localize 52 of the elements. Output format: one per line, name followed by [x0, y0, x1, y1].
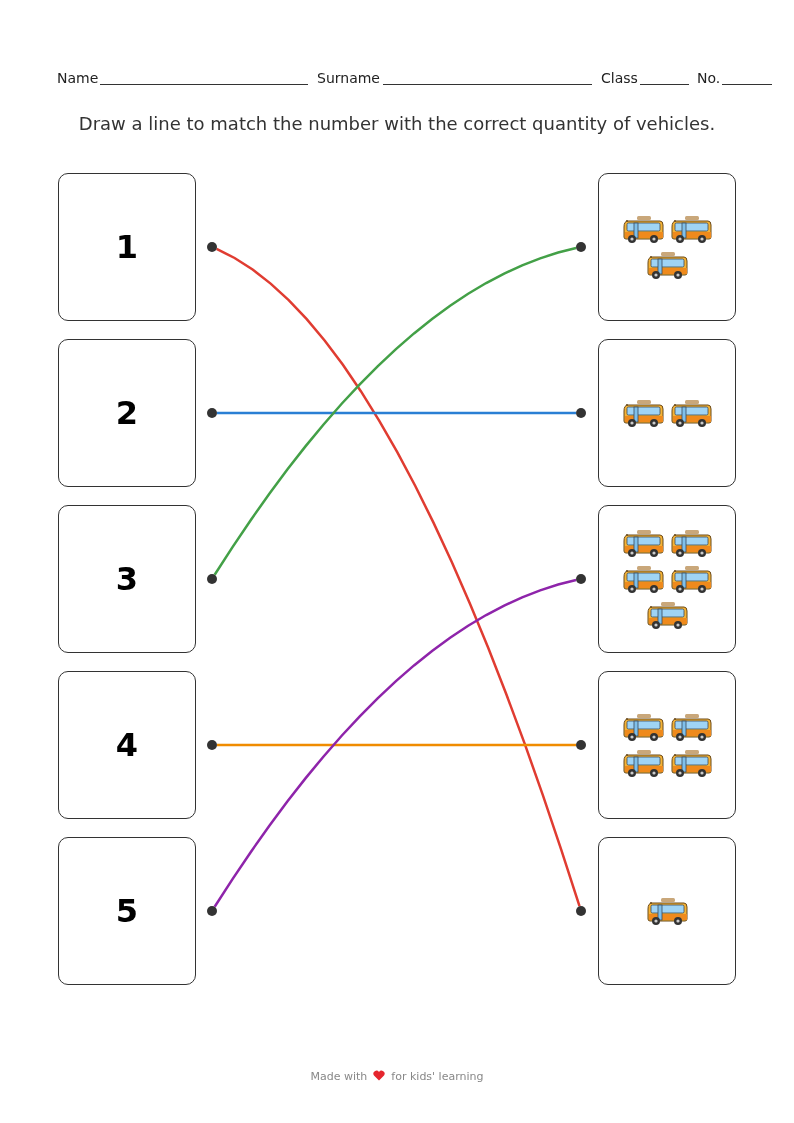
field-label: Surname	[317, 70, 380, 86]
bus-icon	[646, 897, 690, 927]
bus-icon	[670, 713, 714, 743]
bus-icon	[622, 215, 666, 245]
bus-icon	[670, 749, 714, 779]
connection-dot	[207, 408, 217, 418]
connector-line	[217, 743, 576, 747]
bus-icon	[646, 601, 690, 631]
connector-line	[213, 578, 577, 908]
card-box	[598, 837, 736, 985]
bus-icon	[622, 529, 666, 559]
instruction-text: Draw a line to match the number with the correct quantity of vehicles.	[77, 113, 717, 134]
connection-dot	[207, 242, 217, 252]
connection-dot	[576, 906, 586, 916]
bus-icon	[622, 399, 666, 429]
connection-dot	[207, 740, 217, 750]
connection-dot	[207, 906, 217, 916]
card-box	[58, 671, 196, 819]
bus-icon	[670, 399, 714, 429]
bus-icon	[646, 251, 690, 281]
field-label: Class	[601, 70, 638, 86]
card-box	[598, 339, 736, 487]
card-box	[598, 671, 736, 819]
bus-icon	[670, 529, 714, 559]
connector-line	[213, 246, 577, 576]
connection-dot	[576, 242, 586, 252]
card-box	[58, 339, 196, 487]
connection-dot	[576, 574, 586, 584]
connection-dot	[576, 408, 586, 418]
bus-icon	[622, 713, 666, 743]
field-label: Name	[57, 70, 99, 86]
number-label: 1	[114, 228, 140, 266]
bus-icon	[622, 749, 666, 779]
card-box	[58, 837, 196, 985]
card-box	[598, 173, 736, 321]
number-label: 2	[114, 394, 140, 432]
connection-dot	[207, 574, 217, 584]
connector-line	[217, 411, 576, 415]
bus-icon	[670, 565, 714, 595]
bus-icon	[670, 215, 714, 245]
footer-text: for kids' learning	[391, 1070, 484, 1083]
connection-dot	[576, 740, 586, 750]
connector-line	[216, 247, 581, 907]
footer-text: Made with	[310, 1070, 368, 1083]
card-box	[598, 505, 736, 653]
bus-icon	[622, 565, 666, 595]
number-label: 5	[114, 892, 140, 930]
card-box	[58, 173, 196, 321]
number-label: 4	[114, 726, 140, 764]
number-label: 3	[114, 560, 140, 598]
field-label: No.	[697, 70, 721, 86]
card-box	[58, 505, 196, 653]
